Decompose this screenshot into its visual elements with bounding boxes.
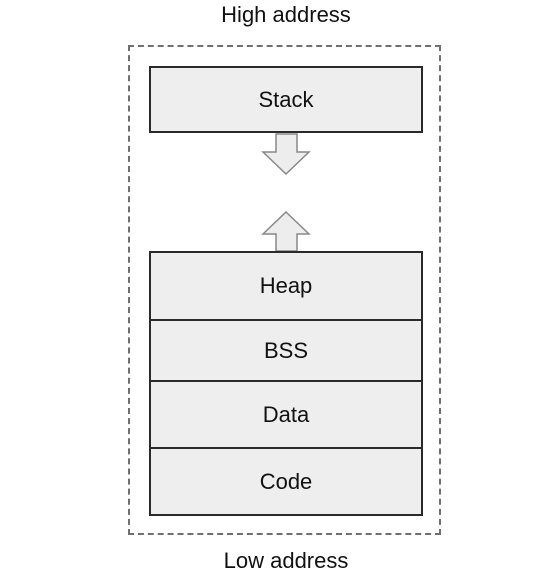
data-segment: Data <box>149 380 423 449</box>
stack-down-arrow <box>261 133 311 176</box>
heap-segment: Heap <box>149 251 423 321</box>
stack-segment: Stack <box>149 66 423 133</box>
bss-label: BSS <box>263 337 309 363</box>
stack-label: Stack <box>258 86 314 112</box>
code-label: Code <box>259 468 313 494</box>
bss-segment: BSS <box>149 319 423 382</box>
low-address-label: Low address <box>223 548 349 573</box>
code-segment: Code <box>149 447 423 516</box>
high-address-label: High address <box>221 2 351 27</box>
heap-up-arrow <box>261 210 311 252</box>
memory-layout-frame <box>128 45 441 535</box>
heap-label: Heap <box>259 273 313 298</box>
data-label: Data <box>262 401 310 427</box>
